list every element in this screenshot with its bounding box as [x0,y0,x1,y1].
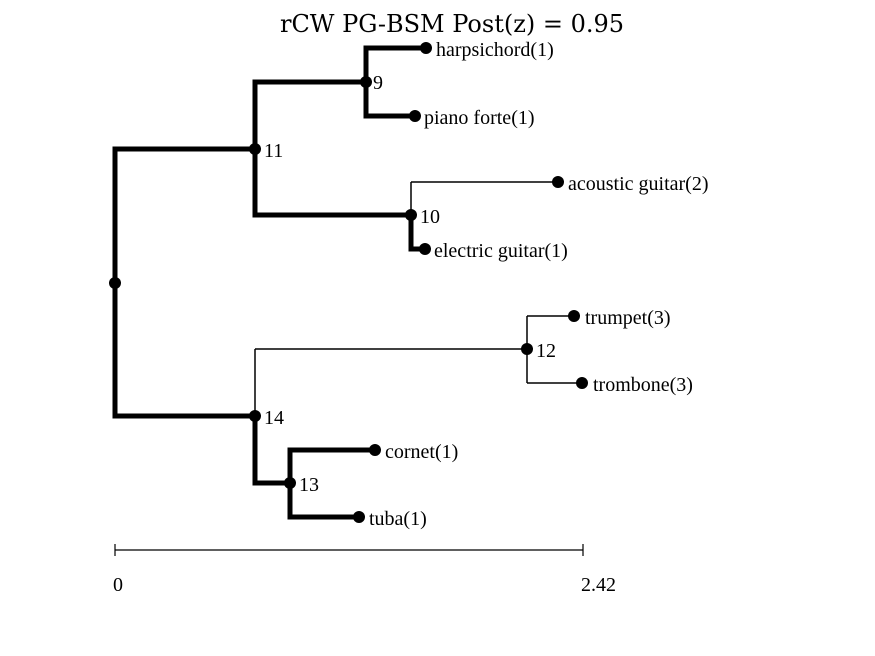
node-13-label: 13 [299,474,319,496]
node-12-dot [521,343,533,355]
thin-branches [254,181,582,416]
node-dots [109,42,588,523]
root-node-dot [109,277,121,289]
node-9-dot [360,76,372,88]
leaf-piano-dot [409,110,421,122]
leaf-trombone-label: trombone(3) [593,374,693,396]
leaf-trumpet-label: trumpet(3) [585,307,671,329]
leaf-trombone-dot [576,377,588,389]
node-13-dot [284,477,296,489]
leaf-tuba-label: tuba(1) [369,508,427,530]
node-11-label: 11 [264,140,283,162]
node-12-label: 12 [536,340,556,362]
leaf-electric-label: electric guitar(1) [434,240,568,262]
node-9-label: 9 [373,72,383,94]
leaf-acoustic-dot [552,176,564,188]
tree-title: rCW PG-BSM Post(z) = 0.95 [280,10,624,38]
leaf-cornet-dot [369,444,381,456]
leaf-cornet-label: cornet(1) [385,441,458,463]
leaf-acoustic-label: acoustic guitar(2) [568,173,709,195]
leaf-trumpet-dot [568,310,580,322]
node-10-dot [405,209,417,221]
leaf-electric-dot [419,243,431,255]
scale-min-label: 0 [113,574,123,596]
node-11-dot [249,143,261,155]
leaf-tuba-dot [353,511,365,523]
node-14-dot [249,410,261,422]
node-14-label: 14 [264,407,284,429]
leaf-piano-label: piano forte(1) [424,107,535,129]
node-10-label: 10 [420,206,440,228]
scale-bar [114,544,584,556]
leaf-harpsichord-label: harpsichord(1) [436,39,554,61]
scale-max-label: 2.42 [581,574,616,596]
leaf-harpsichord-dot [420,42,432,54]
